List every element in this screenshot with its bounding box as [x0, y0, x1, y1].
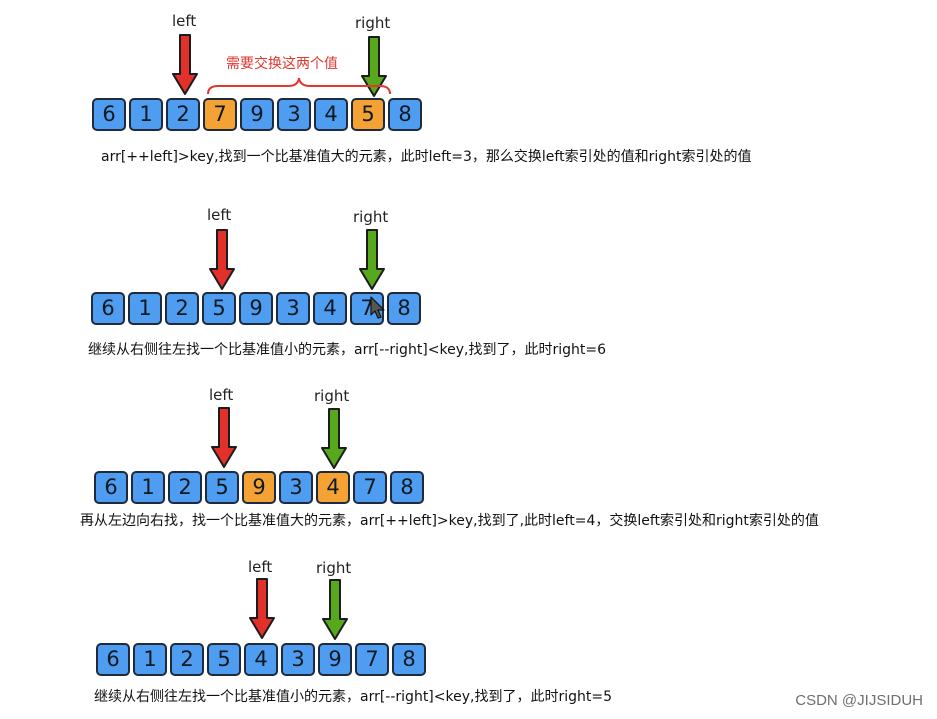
left-arrow-icon — [211, 407, 237, 468]
array-cell: 2 — [166, 98, 200, 131]
right-arrow-icon — [359, 229, 385, 290]
array-cell: 6 — [94, 471, 128, 504]
array-cell: 5 — [202, 292, 236, 325]
array-cell: 8 — [392, 643, 426, 676]
array-cell: 2 — [170, 643, 204, 676]
array-row: 6 1 2 7 9 3 4 5 8 — [92, 98, 425, 131]
array-cell: 8 — [388, 98, 422, 131]
array-cell: 4 — [314, 98, 348, 131]
array-row: 6 1 2 5 9 3 4 7 8 — [91, 292, 424, 325]
array-cell-highlighted: 4 — [316, 471, 350, 504]
right-arrow-icon — [322, 579, 348, 640]
left-label: left — [172, 12, 197, 30]
array-cell-highlighted: 7 — [203, 98, 237, 131]
left-label: left — [248, 558, 273, 576]
array-cell: 7 — [353, 471, 387, 504]
right-label: right — [353, 208, 389, 226]
step-caption: arr[++left]>key,找到一个比基准值大的元素，此时left=3，那么… — [101, 149, 752, 165]
array-cell: 7 — [355, 643, 389, 676]
step-caption: 再从左边向右找，找一个比基准值大的元素，arr[++left]>key,找到了,… — [80, 513, 819, 529]
right-label: right — [316, 559, 352, 577]
array-cell: 9 — [318, 643, 352, 676]
array-cell: 1 — [128, 292, 162, 325]
left-label: left — [209, 386, 234, 404]
array-cell: 1 — [129, 98, 163, 131]
left-label: left — [207, 206, 232, 224]
array-cell: 3 — [276, 292, 310, 325]
array-cell: 6 — [92, 98, 126, 131]
array-cell-highlighted: 9 — [242, 471, 276, 504]
left-arrow-icon — [249, 578, 275, 639]
array-cell: 1 — [131, 471, 165, 504]
array-cell: 9 — [240, 98, 274, 131]
array-cell: 8 — [390, 471, 424, 504]
right-label: right — [355, 14, 391, 32]
array-cell: 4 — [244, 643, 278, 676]
array-cell: 5 — [207, 643, 241, 676]
array-cell: 3 — [281, 643, 315, 676]
left-arrow-icon — [172, 34, 198, 95]
array-cell: 9 — [239, 292, 273, 325]
swap-brace-icon — [207, 77, 391, 95]
array-cell: 3 — [279, 471, 313, 504]
mouse-pointer-icon — [370, 296, 385, 319]
step-caption: 继续从右侧往左找一个比基准值小的元素，arr[--right]<key,找到了，… — [94, 689, 612, 705]
array-cell: 5 — [205, 471, 239, 504]
watermark: CSDN @JIJSIDUH — [795, 692, 923, 709]
right-arrow-icon — [321, 408, 347, 469]
left-arrow-icon — [209, 229, 235, 290]
array-cell: 2 — [168, 471, 202, 504]
array-cell: 6 — [91, 292, 125, 325]
array-row: 6 1 2 5 4 3 9 7 8 — [96, 643, 429, 676]
array-cell: 2 — [165, 292, 199, 325]
array-cell: 8 — [387, 292, 421, 325]
array-cell-highlighted: 5 — [351, 98, 385, 131]
array-cell: 1 — [133, 643, 167, 676]
array-cell: 6 — [96, 643, 130, 676]
array-row: 6 1 2 5 9 3 4 7 8 — [94, 471, 427, 504]
swap-note: 需要交换这两个值 — [226, 56, 338, 72]
array-cell: 4 — [313, 292, 347, 325]
array-cell: 3 — [277, 98, 311, 131]
right-label: right — [314, 387, 350, 405]
step-caption: 继续从右侧往左找一个比基准值小的元素，arr[--right]<key,找到了，… — [88, 342, 606, 358]
